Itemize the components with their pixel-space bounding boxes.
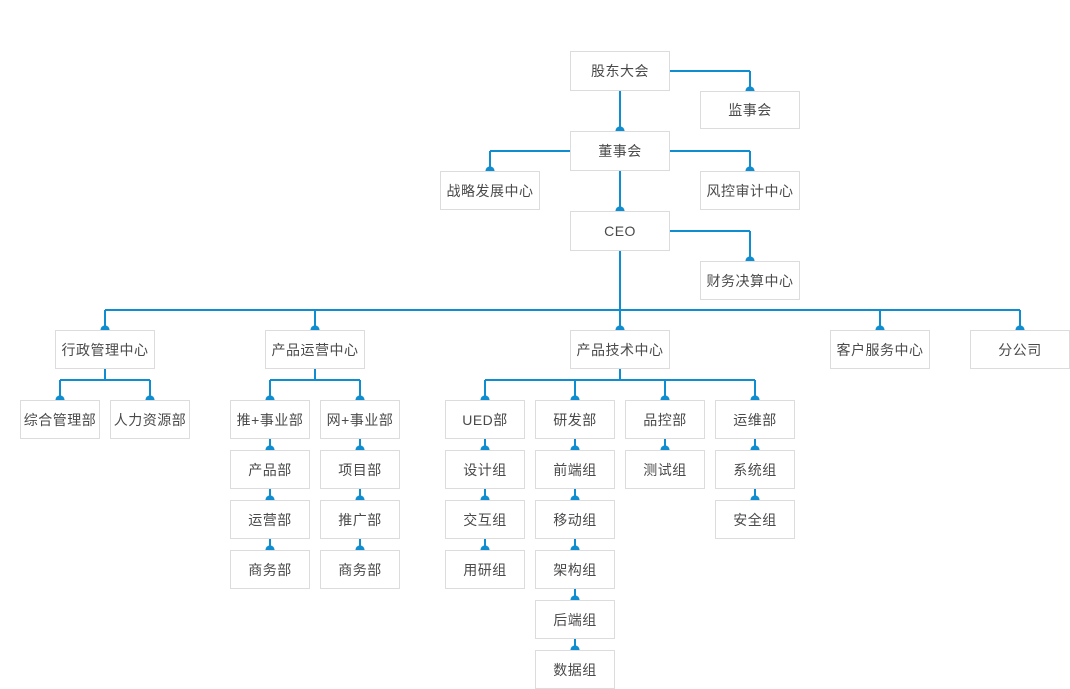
org-node-n37[interactable]: 安全组	[715, 500, 795, 539]
org-node-label: 架构组	[553, 561, 597, 578]
org-node-label: 商务部	[248, 561, 292, 578]
org-node-label: 商务部	[338, 561, 382, 578]
org-node-n31[interactable]: 移动组	[535, 500, 615, 539]
org-node-label: 前端组	[553, 461, 597, 478]
org-node-label: 数据组	[553, 661, 597, 678]
org-node-n25[interactable]: 品控部	[625, 400, 705, 439]
org-node-label: 分公司	[998, 341, 1042, 358]
org-node-n2[interactable]: 监事会	[700, 91, 800, 129]
org-node-n30[interactable]: 前端组	[535, 450, 615, 489]
org-node-n11[interactable]: 客户服务中心	[830, 330, 930, 369]
org-node-label: 运维部	[733, 411, 777, 428]
org-node-n5[interactable]: 风控审计中心	[700, 171, 800, 210]
org-node-label: 研发部	[553, 411, 597, 428]
org-node-label: UED部	[462, 411, 508, 428]
org-node-n17[interactable]: 产品部	[230, 450, 310, 489]
org-node-n16[interactable]: 网+事业部	[320, 400, 400, 439]
org-node-label: 安全组	[733, 511, 777, 528]
org-node-label: 推广部	[338, 511, 382, 528]
org-node-n32[interactable]: 架构组	[535, 550, 615, 589]
org-node-n19[interactable]: 商务部	[230, 550, 310, 589]
org-node-n3[interactable]: 董事会	[570, 131, 670, 171]
org-node-n22[interactable]: 商务部	[320, 550, 400, 589]
org-node-label: 监事会	[728, 102, 772, 118]
org-node-label: 行政管理中心	[61, 341, 149, 358]
org-node-n35[interactable]: 测试组	[625, 450, 705, 489]
org-node-label: 产品部	[248, 461, 292, 478]
org-node-n26[interactable]: 运维部	[715, 400, 795, 439]
org-node-label: 用研组	[463, 561, 507, 578]
org-node-n10[interactable]: 产品技术中心	[570, 330, 670, 369]
org-node-n29[interactable]: 用研组	[445, 550, 525, 589]
org-node-label: 运营部	[248, 511, 292, 528]
org-node-label: 客户服务中心	[836, 341, 924, 358]
org-node-n7[interactable]: 财务决算中心	[700, 261, 800, 300]
org-node-n9[interactable]: 产品运营中心	[265, 330, 365, 369]
org-node-n18[interactable]: 运营部	[230, 500, 310, 539]
org-node-n28[interactable]: 交互组	[445, 500, 525, 539]
org-node-label: 设计组	[463, 461, 507, 478]
org-node-n23[interactable]: UED部	[445, 400, 525, 439]
org-node-label: 网+事业部	[326, 411, 394, 428]
org-node-label: 董事会	[598, 143, 642, 159]
org-node-n15[interactable]: 推+事业部	[230, 400, 310, 439]
org-node-label: 财务决算中心	[706, 272, 794, 289]
org-node-n13[interactable]: 综合管理部	[20, 400, 100, 439]
org-node-n21[interactable]: 推广部	[320, 500, 400, 539]
org-node-n8[interactable]: 行政管理中心	[55, 330, 155, 369]
org-node-n20[interactable]: 项目部	[320, 450, 400, 489]
org-node-label: 风控审计中心	[706, 182, 794, 199]
org-node-label: 品控部	[643, 411, 687, 428]
org-node-n27[interactable]: 设计组	[445, 450, 525, 489]
org-node-n1[interactable]: 股东大会	[570, 51, 670, 91]
org-node-label: 测试组	[643, 461, 687, 478]
org-node-label: 股东大会	[591, 63, 649, 79]
org-node-n14[interactable]: 人力资源部	[110, 400, 190, 439]
org-node-label: 产品技术中心	[576, 341, 664, 358]
org-node-label: 交互组	[463, 511, 507, 528]
org-node-n6[interactable]: CEO	[570, 211, 670, 251]
org-node-label: 系统组	[733, 461, 777, 478]
org-node-label: 产品运营中心	[271, 341, 359, 358]
org-node-n36[interactable]: 系统组	[715, 450, 795, 489]
org-node-n4[interactable]: 战略发展中心	[440, 171, 540, 210]
org-node-label: 人力资源部	[113, 411, 187, 428]
org-node-label: CEO	[604, 223, 636, 239]
org-node-label: 项目部	[338, 461, 382, 478]
org-node-n24[interactable]: 研发部	[535, 400, 615, 439]
org-node-n12[interactable]: 分公司	[970, 330, 1070, 369]
org-node-label: 推+事业部	[236, 411, 304, 428]
org-node-label: 综合管理部	[23, 411, 97, 428]
org-node-label: 移动组	[553, 511, 597, 528]
org-node-n34[interactable]: 数据组	[535, 650, 615, 689]
org-node-label: 后端组	[553, 611, 597, 628]
org-node-n33[interactable]: 后端组	[535, 600, 615, 639]
org-node-label: 战略发展中心	[446, 182, 534, 199]
